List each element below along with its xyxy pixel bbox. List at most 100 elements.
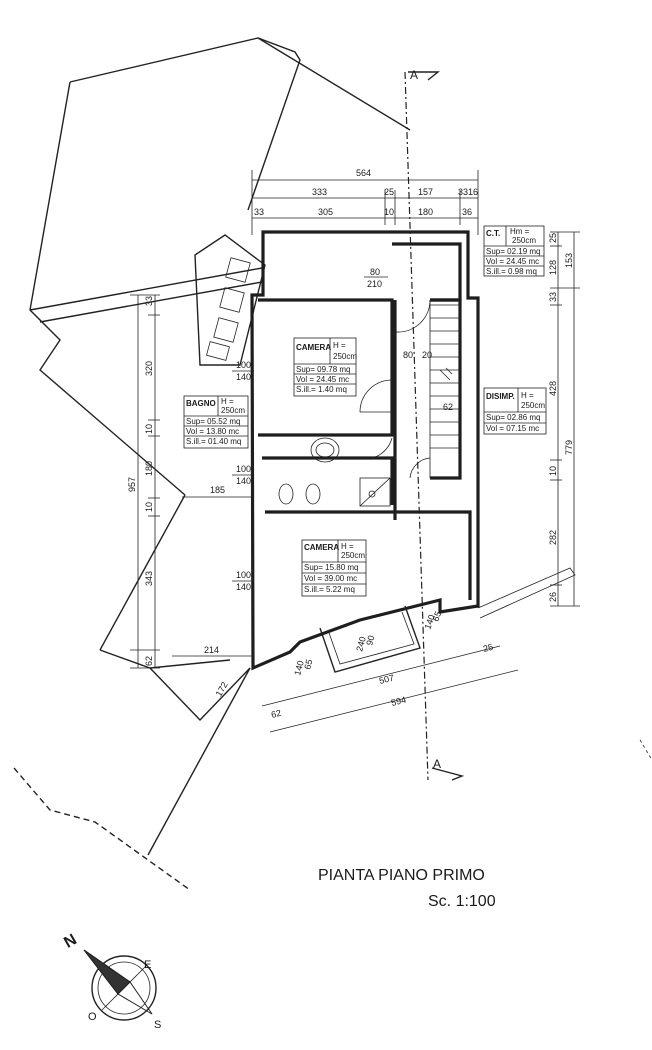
section-label-top: A — [410, 68, 418, 82]
camera2-h: H = — [341, 542, 354, 551]
dim-564: 564 — [356, 168, 371, 178]
site-boundary — [13, 37, 652, 891]
dim-right-779: 779 — [564, 440, 574, 455]
dim-right-10: 10 — [548, 466, 558, 476]
dim-3316: 3316 — [458, 187, 478, 197]
room-label-camera-2: CAMERA H = 250cm Sup= 15.80 mq Vol = 39.… — [301, 539, 367, 597]
dim-left-62: 62 — [144, 656, 154, 666]
top-dimensions: 564 333 25 157 3316 33 305 10 180 36 — [251, 168, 479, 235]
ct-h: Hm = — [510, 227, 530, 236]
dim-33-top: 33 — [254, 207, 264, 217]
camera2-sil: S.ill.= 5.22 mq — [304, 585, 355, 594]
dim-36: 36 — [462, 207, 472, 217]
compass-o: O — [88, 1011, 97, 1023]
dim-100-b: 100 — [236, 464, 251, 474]
compass-icon: N E S O — [61, 931, 161, 1031]
camera1-h: H = — [333, 341, 346, 350]
compass-n: N — [61, 931, 80, 952]
dim-240: 240 — [354, 635, 368, 652]
bottom-dimensions: 65 140 90 240 65 140 507 25 594 62 — [261, 610, 519, 733]
dim-140-bot-a: 140 — [422, 613, 437, 631]
camera1-vol: Vol = 24.45 mc — [296, 375, 349, 384]
dim-left-10a: 10 — [144, 424, 154, 434]
disimp-h2: 250cm — [521, 401, 545, 410]
ct-sup: Sup= 02.19 mq — [486, 247, 540, 256]
camera1-sup: Sup= 09.78 mq — [296, 365, 350, 374]
interior-dimensions: 80 210 80 20 62 100 140 100 140 100 140 … — [172, 267, 453, 698]
section-line-a: A A — [404, 68, 465, 781]
disimp-name: DISIMP. — [486, 392, 515, 401]
camera2-h2: 250cm — [341, 551, 365, 560]
dim-62-stair: 62 — [443, 402, 453, 412]
dim-90: 90 — [364, 634, 376, 646]
dim-right-428: 428 — [548, 381, 558, 396]
balcony — [319, 605, 421, 673]
plan-title: PIANTA PIANO PRIMO — [318, 867, 485, 884]
compass-s: S — [154, 1019, 161, 1031]
dim-left-320: 320 — [144, 361, 154, 376]
camera2-name: CAMERA — [304, 543, 339, 552]
dim-left-10b: 10 — [144, 502, 154, 512]
bagno-h2: 250cm — [221, 406, 245, 415]
dim-507: 507 — [378, 673, 395, 686]
ct-sil: S.ill.= 0.98 mq — [486, 267, 537, 276]
section-label-bottom: A — [433, 757, 441, 771]
dim-25: 25 — [384, 187, 394, 197]
dim-185: 185 — [210, 485, 225, 495]
ct-h2: 250cm — [512, 236, 536, 245]
dim-140-a: 140 — [236, 372, 251, 382]
room-label-disimp: DISIMP. H = 250cm Sup= 02.86 mq Vol = 07… — [483, 387, 547, 435]
exterior-walls — [250, 230, 480, 671]
dim-594: 594 — [390, 695, 407, 708]
staircase — [429, 300, 460, 478]
dim-100-c: 100 — [236, 570, 251, 580]
dim-left-180: 180 — [144, 461, 154, 476]
dim-140-c: 140 — [236, 582, 251, 592]
ct-name: C.T. — [486, 229, 500, 238]
disimp-h: H = — [521, 391, 534, 400]
dim-65-a: 65 — [430, 610, 443, 623]
dim-right-26: 26 — [548, 592, 558, 602]
dim-305: 305 — [318, 207, 333, 217]
camera2-vol: Vol = 39.00 mc — [304, 574, 357, 583]
disimp-vol: Vol = 07.15 mc — [486, 424, 539, 433]
left-dimensions: 33 320 10 180 10 343 62 957 — [127, 294, 160, 669]
dim-210: 210 — [367, 279, 382, 289]
camera1-h2: 250cm — [333, 352, 357, 361]
bagno-sup: Sup= 05.52 mq — [186, 417, 240, 426]
camera1-name: CAMERA — [296, 343, 331, 352]
dim-157: 157 — [418, 187, 433, 197]
dim-62-bot: 62 — [270, 708, 282, 720]
bathroom-fixtures — [278, 437, 391, 507]
camera2-sup: Sup= 15.80 mq — [304, 563, 358, 572]
dim-25-bot: 25 — [482, 642, 494, 654]
dim-20: 20 — [422, 350, 432, 360]
bagno-h: H = — [221, 397, 234, 406]
dim-214: 214 — [204, 645, 219, 655]
dim-right-25: 25 — [548, 233, 558, 243]
dim-right-282: 282 — [548, 530, 558, 545]
disimp-sup: Sup= 02.86 mq — [486, 413, 540, 422]
bagno-sil: S.ill.= 01.40 mq — [186, 437, 241, 446]
dim-right-153: 153 — [564, 253, 574, 268]
bagno-vol: Vol = 13.80 mc — [186, 427, 239, 436]
dim-333: 333 — [312, 187, 327, 197]
dim-left-343: 343 — [144, 571, 154, 586]
dim-172: 172 — [214, 680, 230, 698]
dim-100-a: 100 — [236, 360, 251, 370]
plan-scale: Sc. 1:100 — [428, 893, 496, 910]
room-label-camera-1: CAMERA H = 250cm Sup= 09.78 mq Vol = 24.… — [293, 337, 357, 397]
terrace-strip — [194, 234, 266, 366]
dim-left-957: 957 — [127, 477, 137, 492]
dim-right-33: 33 — [548, 292, 558, 302]
room-label-ct: C.T. Hm = 250cm Sup= 02.19 mq Vol = 24.4… — [483, 225, 545, 277]
dim-right-128: 128 — [548, 260, 558, 275]
room-label-bagno: BAGNO H = 250cm Sup= 05.52 mq Vol = 13.8… — [183, 395, 249, 449]
compass-e: E — [144, 959, 151, 971]
dim-80-stair: 80 — [403, 350, 413, 360]
dim-left-33: 33 — [144, 296, 154, 306]
dim-10-top: 10 — [384, 207, 394, 217]
dim-140-b: 140 — [236, 476, 251, 486]
bagno-name: BAGNO — [186, 399, 216, 408]
